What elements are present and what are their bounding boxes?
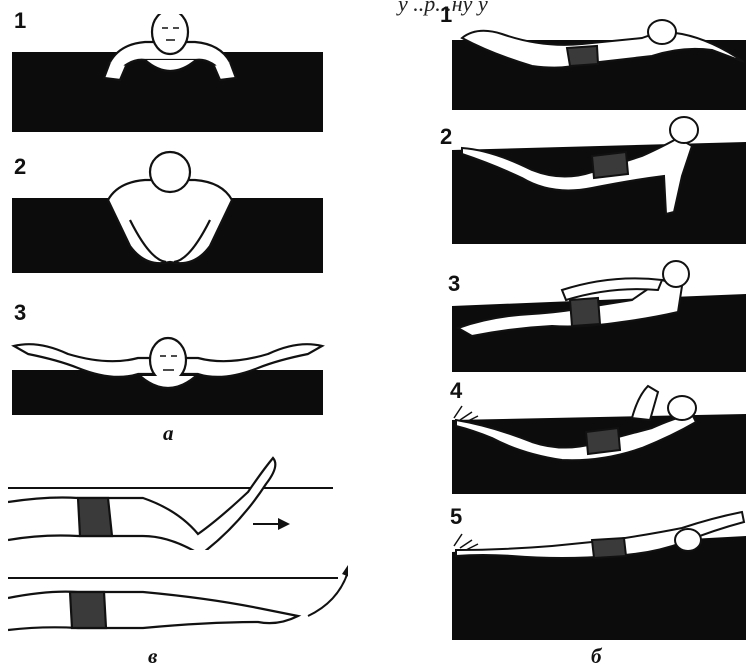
panel-a-1 <box>10 14 325 134</box>
side-arm-recovery-sketch <box>8 560 348 640</box>
panel-v-1 <box>8 450 348 550</box>
caption-v: в <box>148 646 157 667</box>
panel-b-5 <box>452 500 746 642</box>
side-recovery-sketch <box>452 378 746 496</box>
label-b-2: 2 <box>440 126 452 148</box>
side-glide-sketch <box>452 4 746 112</box>
swimmer-figure <box>104 14 236 80</box>
caption-a: а <box>163 423 174 444</box>
panel-b-1 <box>452 4 746 112</box>
swimmer-front-view-2 <box>10 150 325 275</box>
side-entry-sketch <box>452 500 746 642</box>
side-arm-pull-sketch <box>8 450 348 550</box>
panel-b-3 <box>452 256 746 374</box>
panel-a-2 <box>10 150 325 275</box>
side-pull-sketch <box>452 116 746 246</box>
swimmer-figure <box>8 458 275 550</box>
panel-a-3 <box>8 320 328 416</box>
panel-b-4 <box>452 378 746 496</box>
label-b-1: 1 <box>440 4 452 26</box>
swimmer-front-view-3 <box>8 320 328 416</box>
caption-b: б <box>591 646 601 667</box>
forward-arrow <box>253 518 290 530</box>
swimmer-front-view-1 <box>10 14 325 134</box>
panel-b-2 <box>452 116 746 246</box>
panel-v-2 <box>8 560 348 640</box>
side-hips-sketch <box>452 256 746 374</box>
swimmer-figure <box>8 592 298 630</box>
splash-marks <box>454 534 478 550</box>
